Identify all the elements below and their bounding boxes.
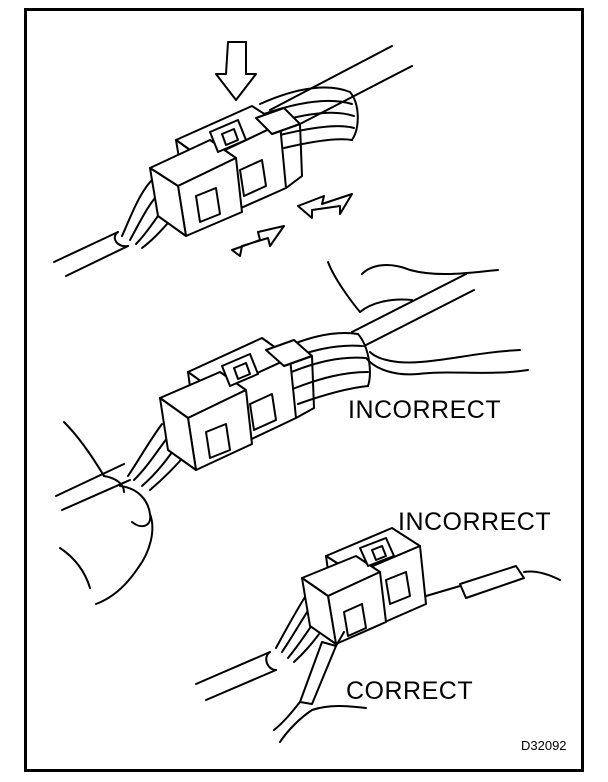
bottom-connector-assembly [195, 527, 561, 743]
arrow-right-icon [231, 225, 285, 257]
incorrect-label-middle: INCORRECT [348, 396, 502, 424]
top-connector-assembly [53, 45, 413, 277]
figure-frame [24, 8, 584, 772]
correct-label-bottom: CORRECT [346, 677, 474, 705]
middle-connector-assembly [55, 261, 529, 605]
incorrect-label-bottom: INCORRECT [398, 508, 552, 536]
arrow-down-icon [215, 41, 257, 101]
arrow-left-icon [297, 193, 353, 219]
figure-code: D32092 [521, 738, 567, 753]
